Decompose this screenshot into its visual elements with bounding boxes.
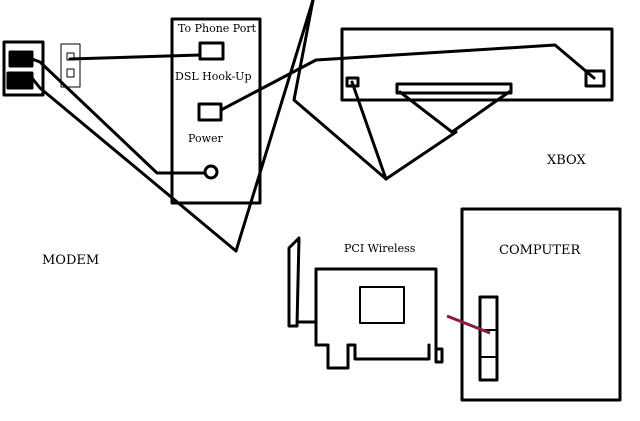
- label-xbox: XBOX: [547, 153, 586, 168]
- label-power: Power: [188, 132, 224, 145]
- cables: [30, 0, 596, 253]
- pci-wireless-card: [287, 236, 444, 370]
- pci-to-computer-link: [446, 314, 491, 335]
- label-pci-wireless: PCI Wireless: [344, 242, 416, 255]
- xbox-box: [340, 27, 614, 134]
- label-computer: COMPUTER: [499, 243, 582, 258]
- modem-box: [170, 17, 262, 205]
- label-to-phone-port: To Phone Port: [178, 22, 257, 35]
- wall-jack: [2, 40, 45, 97]
- phone-splitter: [60, 43, 81, 88]
- label-modem: MODEM: [42, 253, 99, 268]
- label-dsl-hookup: DSL Hook-Up: [175, 70, 252, 83]
- computer-box: [460, 207, 622, 402]
